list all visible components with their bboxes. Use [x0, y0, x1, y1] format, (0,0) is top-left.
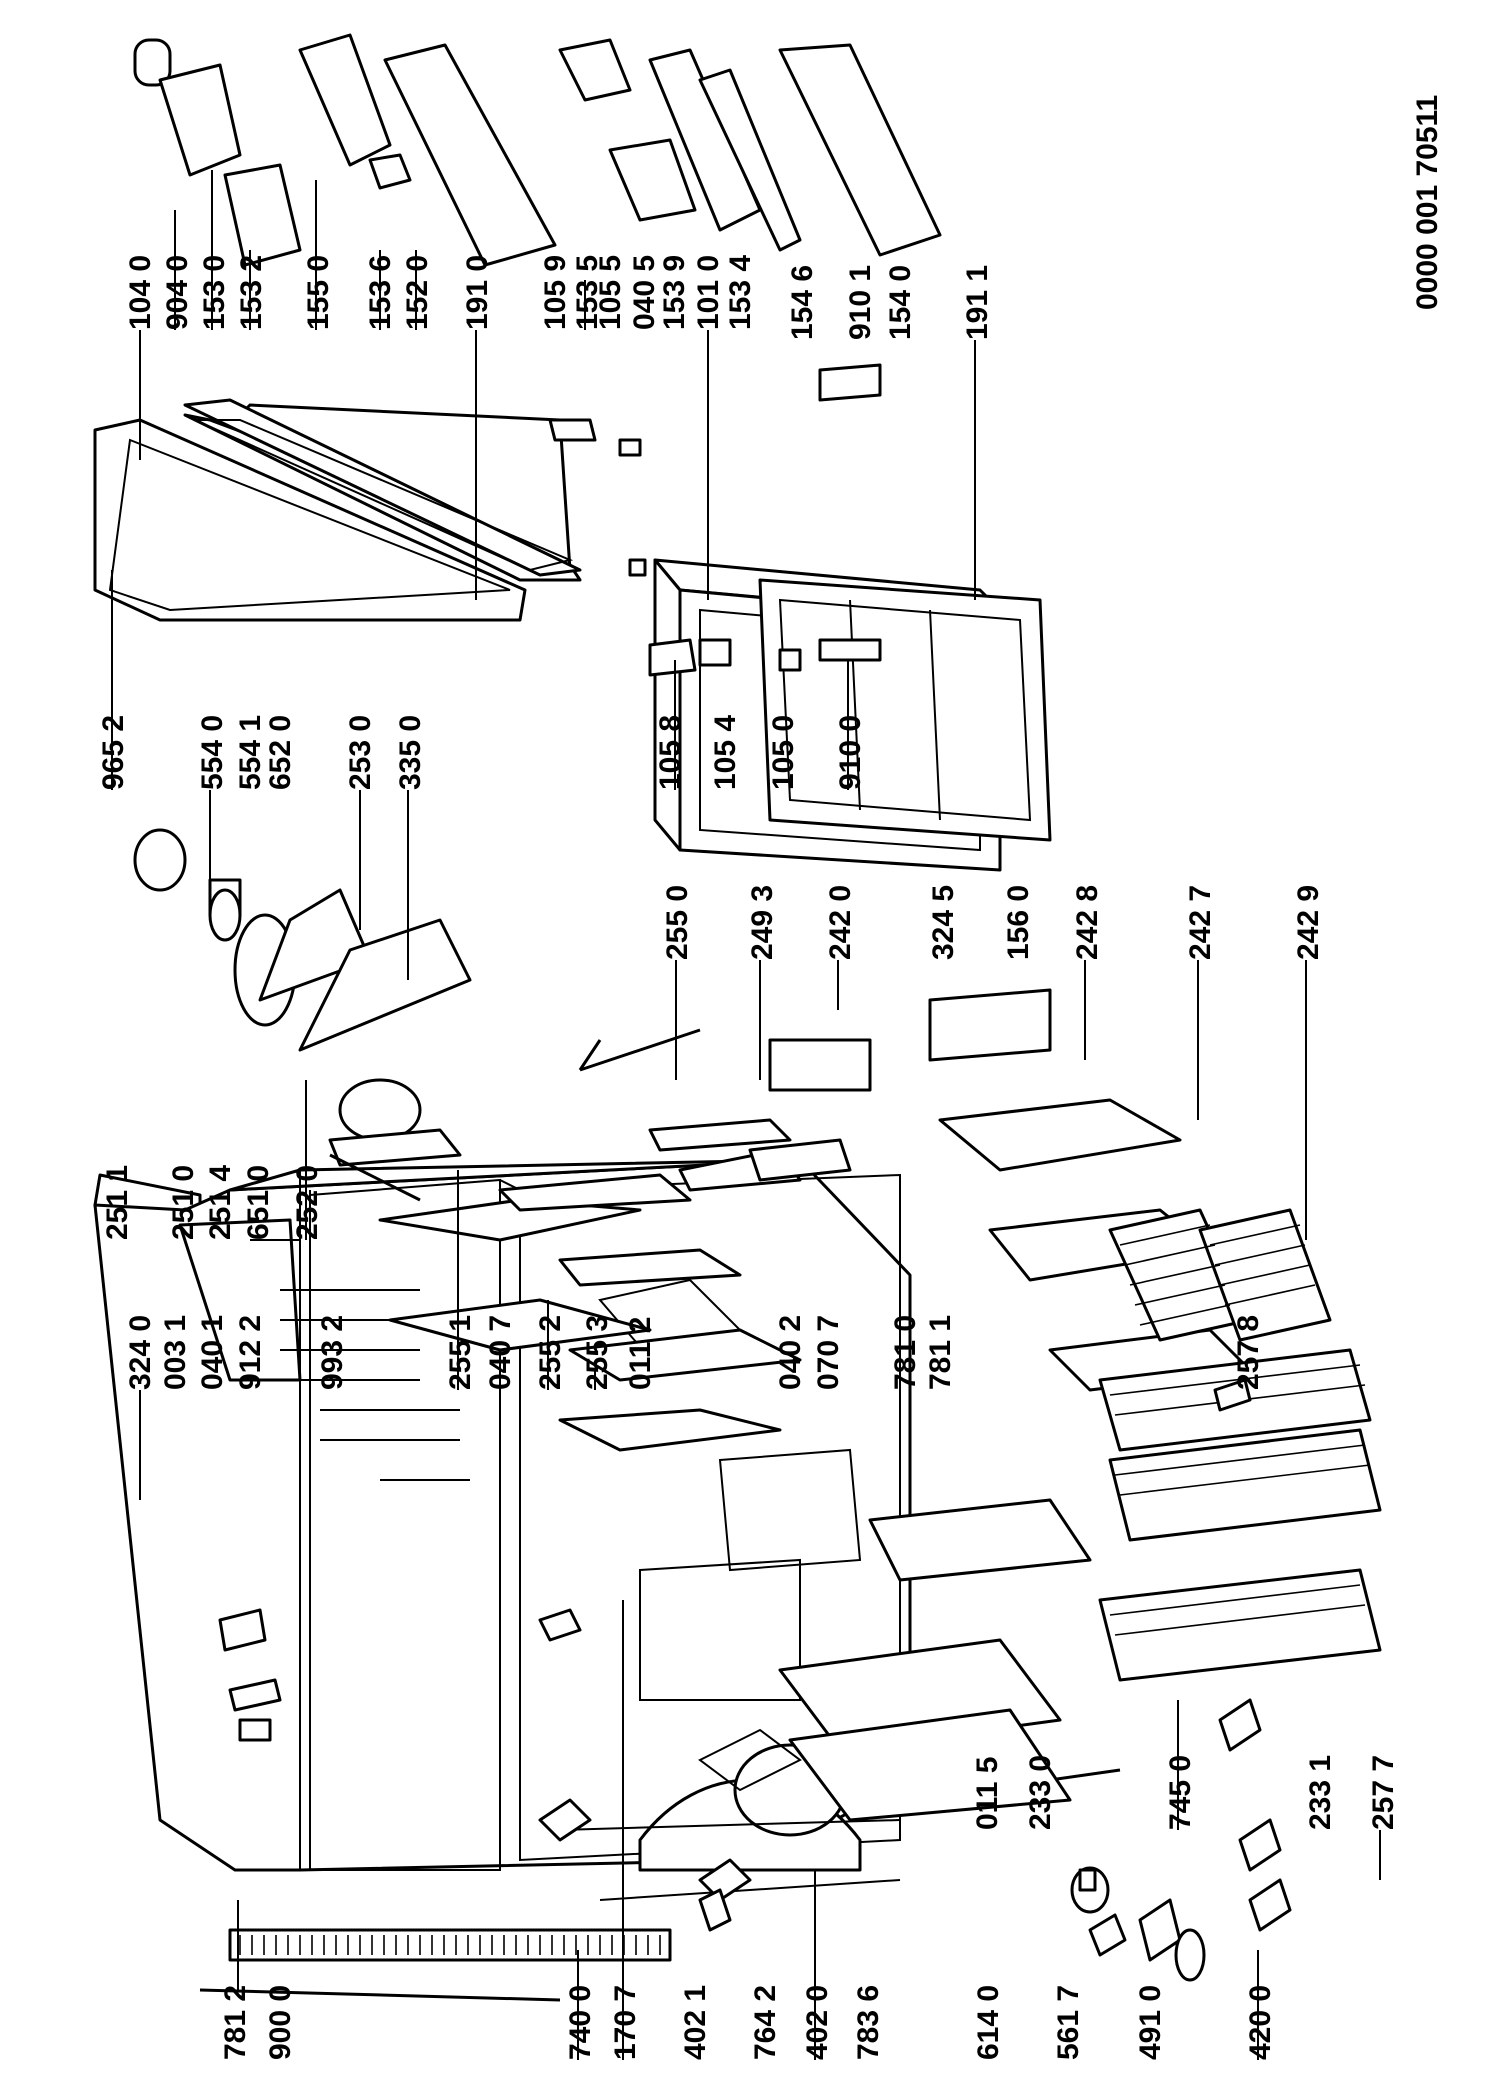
label-257-7: 257 7	[1367, 1755, 1400, 1830]
drawers	[748, 988, 1252, 1822]
label-191-0: 191 0	[461, 255, 494, 330]
label-910-1: 910 1	[844, 265, 877, 340]
label-153-4: 153 4	[724, 255, 757, 330]
label-242-9: 242 9	[1292, 885, 1325, 960]
label-191-1: 191 1	[961, 265, 994, 340]
label-155-0: 155 0	[302, 255, 335, 330]
label-652-0: 652 0	[264, 715, 297, 790]
label-651-0: 651 0	[242, 1165, 275, 1240]
label-153-0: 153 0	[198, 255, 231, 330]
label-491-0: 491 0	[1134, 1985, 1167, 2060]
label-251-0: 251 0	[167, 1165, 200, 1240]
label-251-4: 251 4	[204, 1165, 237, 1240]
label-614-0: 614 0	[972, 1985, 1005, 2060]
label-011-2: 011 2	[624, 1317, 657, 1390]
label-783-6: 783 6	[852, 1985, 885, 2060]
label-153-9: 153 9	[658, 255, 691, 330]
label-154-0: 154 0	[884, 265, 917, 340]
label-242-0: 242 0	[824, 885, 857, 960]
label-105-8: 105 8	[654, 715, 687, 790]
label-253-0: 253 0	[344, 715, 377, 790]
label-255-0: 255 0	[661, 885, 694, 960]
label-101-0: 101 0	[692, 255, 725, 330]
freezer-door	[93, 403, 582, 622]
label-104-0: 104 0	[124, 255, 157, 330]
label-402-1: 402 1	[679, 1985, 712, 2060]
part-labels: 104 0 904 0 153 0 153 2 155 0 153 6 152 …	[97, 255, 1400, 2060]
wire-baskets	[1098, 1208, 1382, 1682]
label-105-4: 105 4	[709, 715, 742, 790]
label-910-0: 910 0	[834, 715, 867, 790]
label-070-7: 070 7	[812, 1315, 845, 1390]
label-242-8: 242 8	[1071, 885, 1104, 960]
label-040-2: 040 2	[774, 1315, 807, 1390]
label-003-1: 003 1	[159, 1315, 192, 1390]
control-panel	[133, 828, 472, 1202]
leader-lines	[111, 170, 1381, 2060]
label-105-5: 105 5	[594, 255, 627, 330]
label-402-0: 402 0	[801, 1985, 834, 2060]
label-781-0: 781 0	[889, 1315, 922, 1390]
label-154-6: 154 6	[786, 265, 819, 340]
label-040-1: 040 1	[196, 1315, 229, 1390]
label-251-1: 251 1	[101, 1165, 134, 1240]
label-993-2: 993 2	[316, 1315, 349, 1390]
label-745-0: 745 0	[1164, 1755, 1197, 1830]
label-242-7: 242 7	[1184, 885, 1217, 960]
label-740-0: 740 0	[564, 1985, 597, 2060]
label-764-2: 764 2	[749, 1985, 782, 2060]
label-040-7: 040 7	[484, 1315, 517, 1390]
label-153-5: 153 5	[571, 255, 604, 330]
label-781-2: 781 2	[219, 1985, 252, 2060]
document-number: 0000 001 70511	[1411, 95, 1444, 310]
label-335-0: 335 0	[394, 715, 427, 790]
label-965-2: 965 2	[97, 715, 130, 790]
door-gasket-upper	[183, 398, 582, 577]
label-900-0: 900 0	[264, 1985, 297, 2060]
small-parts	[218, 1378, 1292, 1982]
label-324-5: 324 5	[927, 885, 960, 960]
label-249-3: 249 3	[746, 885, 779, 960]
label-554-1: 554 1	[234, 715, 267, 790]
label-420-0: 420 0	[1244, 1985, 1277, 2060]
fridge-door	[653, 558, 1052, 872]
label-912-2: 912 2	[234, 1315, 267, 1390]
label-255-2: 255 2	[534, 1315, 567, 1390]
label-170-7: 170 7	[609, 1985, 642, 2060]
label-554-0: 554 0	[196, 715, 229, 790]
door-balconies	[133, 33, 942, 677]
label-233-0: 233 0	[1024, 1755, 1057, 1830]
label-255-3: 255 3	[581, 1315, 614, 1390]
label-904-0: 904 0	[161, 255, 194, 330]
label-255-1: 255 1	[444, 1315, 477, 1390]
label-152-0: 152 0	[401, 255, 434, 330]
label-156-0: 156 0	[1002, 885, 1035, 960]
label-040-5: 040 5	[628, 255, 661, 330]
glass-shelves	[378, 1118, 802, 1452]
label-781-1: 781 1	[924, 1315, 957, 1390]
label-153-2: 153 2	[235, 255, 268, 330]
label-105-0: 105 0	[767, 715, 800, 790]
label-105-9: 105 9	[539, 255, 572, 330]
label-324-0: 324 0	[124, 1315, 157, 1390]
label-011-5: 011 5	[971, 1757, 1004, 1830]
label-233-1: 233 1	[1304, 1755, 1337, 1830]
label-252-0: 252 0	[291, 1165, 324, 1240]
label-257-8: 257 8	[1232, 1315, 1265, 1390]
label-561-7: 561 7	[1052, 1985, 1085, 2060]
